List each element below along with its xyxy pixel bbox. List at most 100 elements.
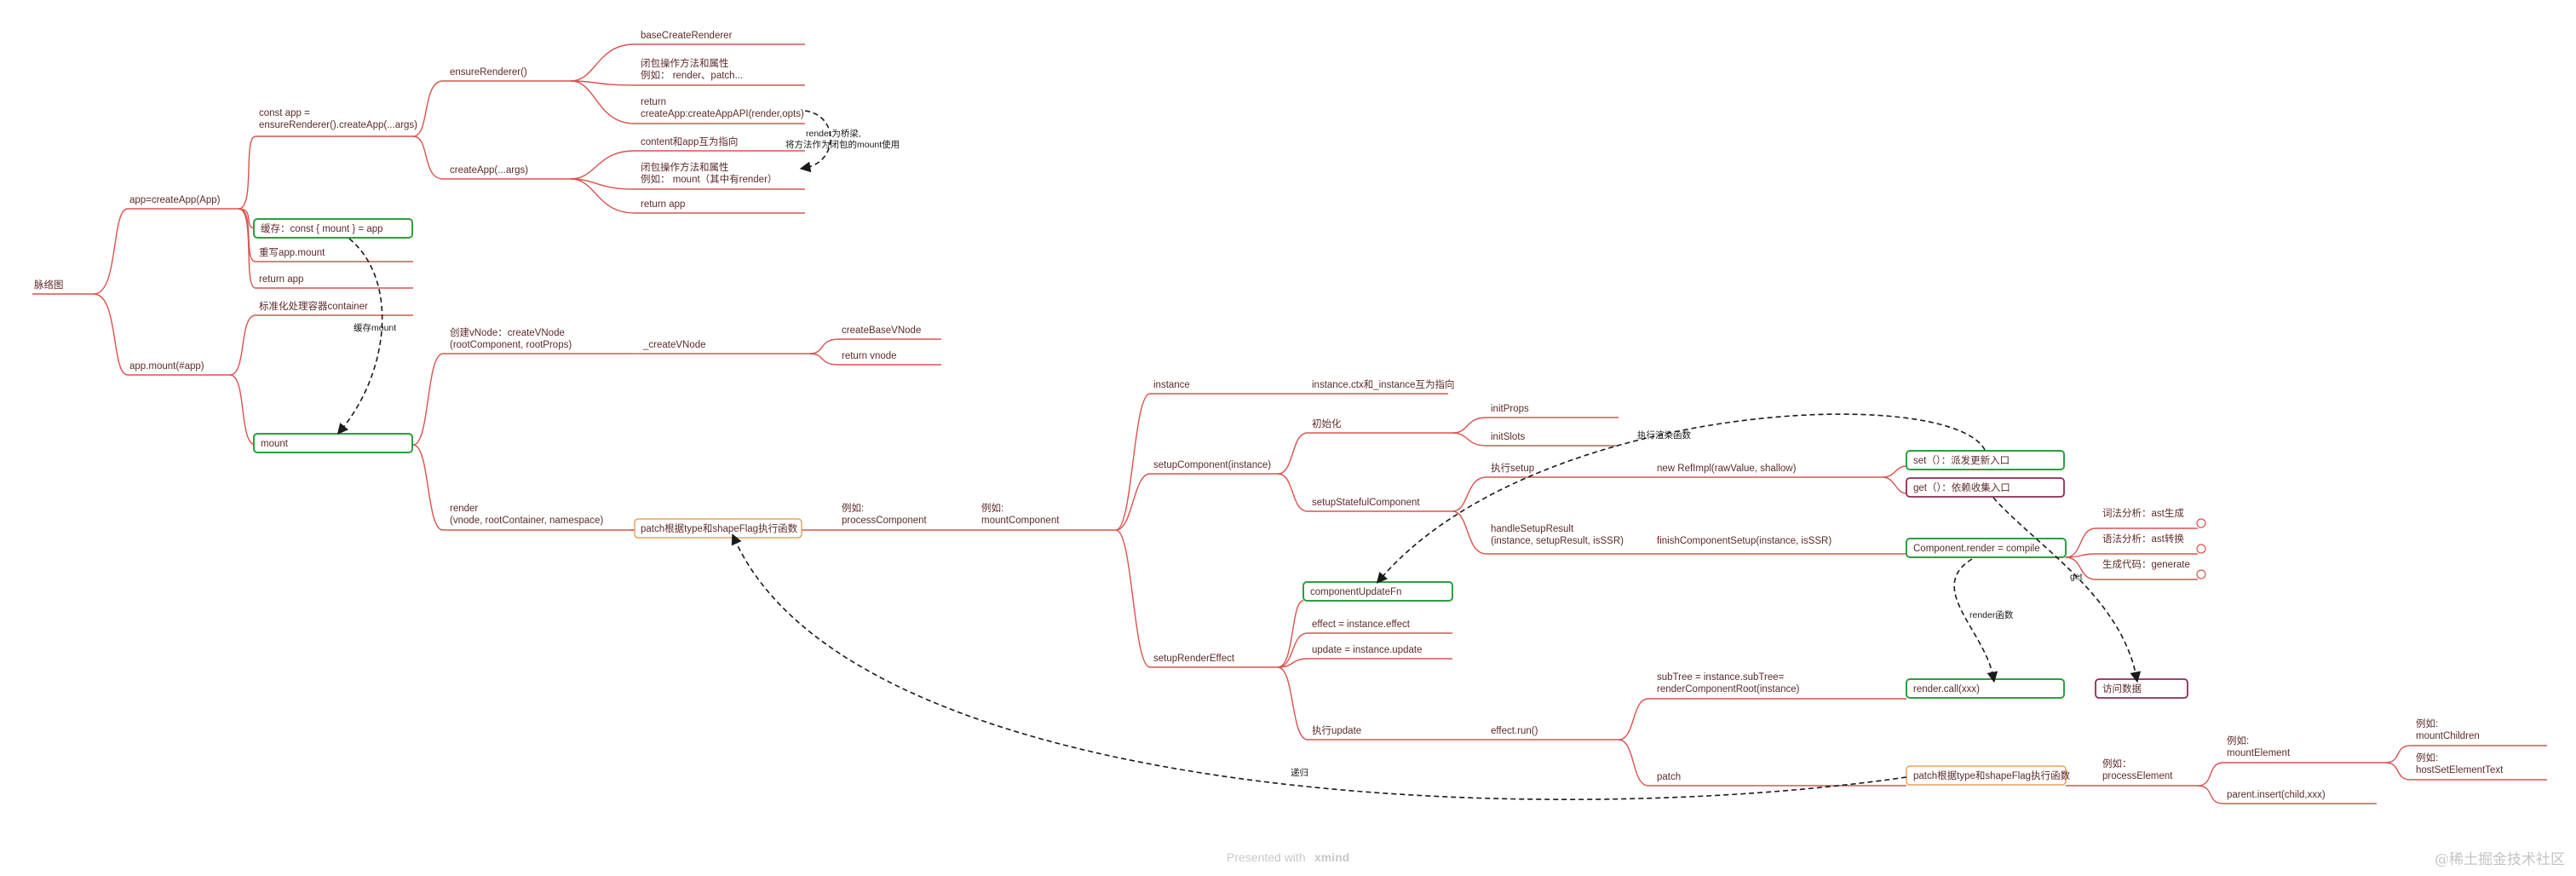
normalize-container-node[interactable]: 标准化处理容器container [259,300,368,312]
effect-node[interactable]: effect = instance.effect [1312,620,1411,630]
init-node[interactable]: 初始化 [1312,418,1342,429]
footer: Presented with xmind @稀土掘金技术社区 [1227,850,2565,868]
cache-mount-node[interactable]: 缓存：const { mount } = app [261,222,383,234]
eg-process-line1[interactable]: 例如: [842,502,864,514]
ensure-renderer-node[interactable]: ensureRenderer() [450,67,527,78]
create-vnode-line2[interactable]: (rootComponent, rootProps) [450,340,572,350]
component-render-box[interactable] [1906,538,2067,558]
create-vnode-line1[interactable]: 创建vNode：createVNode [450,326,565,338]
syntax-node[interactable]: 语法分析：ast转换 [2102,533,2184,545]
base-create-renderer-node[interactable]: baseCreateRenderer [641,31,733,41]
relationship-arrows [336,110,2142,800]
parent-insert-node[interactable]: parent.insert(child,xxx) [2227,790,2326,800]
mount-node[interactable]: mount [261,439,289,449]
node-labels: 脉络图 app=createApp(App) const app = ensur… [34,31,2504,800]
eg-mount-line2[interactable]: mountComponent [981,516,1060,526]
instance-ctx-node[interactable]: instance.ctx和_instance互为指向 [1312,378,1454,390]
eg-process-element-line1[interactable]: 例如： [2102,758,2132,769]
render-fn-label: render函数 [1969,609,2014,620]
return-app-inner-node[interactable]: return app [641,199,685,210]
const-app-node-line1[interactable]: const app = [259,108,310,118]
exec-render-fn-label: 执行渲染函数 [1637,429,1691,441]
component-update-fn-node[interactable]: componentUpdateFn [1310,587,1401,597]
mount-box[interactable] [253,433,413,453]
render-call-node[interactable]: render.call(xxx) [1913,684,1980,694]
subtree-line2[interactable]: renderComponentRoot(instance) [1657,684,1800,694]
handle-setup-line2[interactable]: (instance, setupResult, isSSR) [1491,536,1624,546]
new-ref-impl-node[interactable]: new RefImpl(rawValue, shallow) [1657,464,1797,474]
render-closure-label-line2: 将方法作为闭包的mount使用 [785,139,900,150]
update-node[interactable]: update = instance.update [1312,645,1422,655]
setup-component-node[interactable]: setupComponent(instance) [1153,460,1271,470]
exec-update-node[interactable]: 执行update [1312,724,1361,736]
presented-with-text: Presented with [1227,850,1306,864]
branch-connectors [93,43,2412,804]
patch-root-node[interactable]: patch根据type和shapeFlag执行函数 [641,522,798,534]
topic-underlines [32,43,2547,804]
rewrite-mount-node[interactable]: 重写app.mount [259,246,325,258]
setup-render-effect-node[interactable]: setupRenderEffect [1153,654,1235,664]
visit-data-node[interactable]: 访问数据 [2102,683,2142,694]
eg-mount-line1[interactable]: 例如: [981,502,1003,514]
instance-node[interactable]: instance [1153,380,1190,390]
handle-setup-line1[interactable]: handleSetupResult [1491,524,1574,534]
eg-host-text-line1[interactable]: 例如: [2416,752,2438,764]
cache-mount-label: 缓存mount [354,322,396,333]
underscore-create-vnode-node[interactable]: _createVNode [642,340,706,350]
create-app-args-node[interactable]: createApp(...args) [450,165,528,176]
create-app-node[interactable]: app=createApp(App) [129,195,221,205]
highlight-boxes [253,218,2188,786]
exec-setup-node[interactable]: 执行setup [1491,462,1534,474]
const-app-node-line2[interactable]: ensureRenderer().createApp(...args) [259,120,417,130]
patch-inner-node[interactable]: patch根据type和shapeFlag执行函数 [1913,769,2071,781]
effect-run-node[interactable]: effect.run() [1491,726,1538,736]
xmind-brand: xmind [1314,850,1349,864]
eg-mount-children-line1[interactable]: 例如: [2416,718,2438,729]
render-node-line2[interactable]: (vnode, rootContainer, namespace) [450,516,603,526]
closure-mount-line1[interactable]: 闭包操作方法和属性 [641,161,729,173]
leaf-markers [2196,518,2206,579]
root-topic[interactable]: 脉络图 [34,279,64,291]
return-vnode-node[interactable]: return vnode [842,351,897,361]
watermark: @稀土掘金技术社区 [2435,851,2565,868]
recursion-label: 递归 [1291,767,1308,778]
patch-node[interactable]: patch [1657,772,1681,782]
set-entry-box[interactable] [1906,450,2065,470]
init-slots-node[interactable]: initSlots [1491,432,1526,442]
context-app-node[interactable]: content和app互为指向 [641,135,738,147]
eg-host-text-line2[interactable]: hostSetElementText [2416,765,2504,775]
set-entry-node[interactable]: set（）：派发更新入口 [1913,454,2010,466]
eg-process-line2[interactable]: processComponent [842,516,928,526]
return-app-outer-node[interactable]: return app [259,274,303,285]
render-call-box[interactable] [1906,678,2065,699]
return-create-app-line1[interactable]: return [641,97,666,107]
get-label: get [2070,572,2083,582]
generate-node[interactable]: 生成代码：generate [2102,558,2190,570]
render-node-line1[interactable]: render [450,504,478,514]
setup-stateful-node[interactable]: setupStatefulComponent [1312,498,1420,508]
get-entry-node[interactable]: get（）：依赖收集入口 [1913,481,2010,493]
patch-root-box[interactable] [634,518,802,539]
closure-mount-line2[interactable]: 例如： mount（其中有render） [641,173,777,185]
subtree-line1[interactable]: subTree = instance.subTree= [1657,672,1785,683]
get-entry-box[interactable] [1906,477,2065,498]
eg-mount-element-line2[interactable]: mountElement [2227,748,2291,758]
eg-mount-children-line2[interactable]: mountChildren [2416,731,2480,741]
render-closure-label-line1: render为桥梁, [806,128,861,139]
eg-mount-element-line1[interactable]: 例如: [2227,735,2249,746]
cache-mount-box[interactable] [253,218,413,239]
eg-process-element-line2[interactable]: processElement [2102,771,2173,781]
app-mount-node[interactable]: app.mount(#app) [129,361,204,372]
arrow-labels: render为桥梁, 将方法作为闭包的mount使用 缓存mount 执行渲染函… [354,128,2083,778]
closure-ops-node-line1[interactable]: 闭包操作方法和属性 [641,57,729,69]
finish-setup-node[interactable]: finishComponentSetup(instance, isSSR) [1657,536,1831,546]
closure-ops-node-line2[interactable]: 例如： render、patch... [641,69,743,81]
return-create-app-line2[interactable]: createApp:createAppAPI(render,opts) [641,109,804,119]
visit-data-box[interactable] [2095,678,2188,699]
lexical-node[interactable]: 词法分析：ast生成 [2102,507,2184,519]
patch-inner-box[interactable] [1906,765,2067,786]
component-render-node[interactable]: Component.render = compile [1913,544,2040,554]
init-props-node[interactable]: initProps [1491,404,1529,414]
create-base-vnode-node[interactable]: createBaseVNode [842,326,921,336]
